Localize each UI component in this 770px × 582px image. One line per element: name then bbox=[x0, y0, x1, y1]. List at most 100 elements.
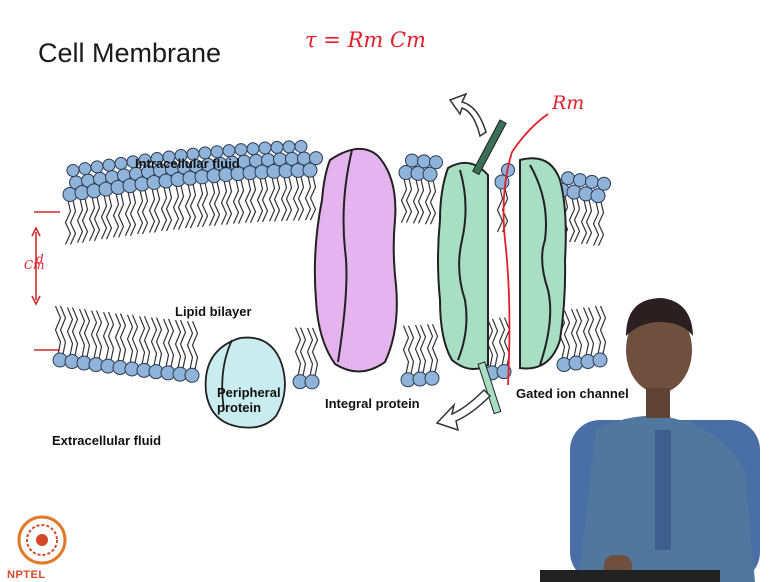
lipid-tail bbox=[56, 306, 61, 354]
lipid-head bbox=[591, 189, 605, 203]
lipid-head bbox=[430, 156, 443, 169]
lipid-tail bbox=[191, 184, 196, 228]
lipid-tail bbox=[164, 319, 169, 367]
lipid-tail bbox=[198, 183, 203, 227]
lipid-tail bbox=[601, 306, 606, 354]
lipid-tail bbox=[584, 308, 589, 356]
lipid-tail bbox=[162, 187, 167, 231]
lipid-tail bbox=[157, 318, 162, 366]
lipid-tail bbox=[66, 200, 71, 244]
lipid-tail bbox=[575, 198, 580, 242]
lipid-tail bbox=[313, 328, 318, 376]
lipid-head bbox=[247, 143, 259, 155]
lipid-tail bbox=[409, 326, 414, 374]
cm-annotation: Cm bbox=[24, 258, 45, 272]
lipid-tail bbox=[85, 309, 90, 357]
lipid-tail bbox=[138, 190, 143, 234]
lipid-head bbox=[425, 371, 439, 385]
lipid-tail bbox=[174, 186, 179, 230]
lipid-tail bbox=[414, 179, 419, 223]
lipid-tail bbox=[176, 320, 181, 368]
lipid-tail bbox=[311, 176, 316, 220]
lipid-tail bbox=[493, 319, 498, 367]
lipid-tail bbox=[71, 200, 76, 244]
lipid-tail bbox=[419, 179, 424, 223]
lipid-tail bbox=[263, 178, 268, 222]
lipid-head bbox=[305, 375, 319, 389]
lipid-tail bbox=[428, 324, 433, 372]
lipid-tail bbox=[181, 320, 186, 368]
lipid-tail bbox=[140, 316, 145, 364]
lipid-tail bbox=[599, 202, 604, 246]
time-constant-formula: τ = Rm Cm bbox=[305, 28, 426, 52]
lipid-tail bbox=[296, 328, 301, 376]
lipid-tail bbox=[179, 186, 184, 230]
nptel-logo-icon bbox=[19, 517, 65, 563]
lipid-tail bbox=[143, 190, 148, 234]
lipid-tail bbox=[426, 180, 431, 224]
lipid-tail bbox=[594, 202, 599, 246]
lipid-head bbox=[67, 164, 79, 176]
lipid-tail bbox=[109, 312, 114, 360]
lipid-tail bbox=[570, 198, 575, 242]
lipid-tail bbox=[155, 188, 160, 232]
lipid-tail bbox=[121, 314, 126, 362]
lipid-tail bbox=[188, 321, 193, 369]
lipid-tail bbox=[150, 188, 155, 232]
lipid-tail bbox=[169, 319, 174, 367]
slide-title: Cell Membrane bbox=[38, 38, 221, 69]
lipid-tail bbox=[275, 177, 280, 221]
peripheral-label-line2: protein bbox=[217, 400, 261, 415]
gated-channel-left bbox=[438, 163, 488, 369]
lipid-head bbox=[593, 353, 607, 367]
arrow-down-icon bbox=[437, 390, 490, 430]
lipid-tail bbox=[61, 306, 66, 354]
lipid-head bbox=[586, 175, 599, 188]
lipid-tail bbox=[299, 176, 304, 220]
lipid-tail bbox=[222, 181, 227, 225]
lipid-tail bbox=[210, 182, 215, 226]
arrow-up-icon bbox=[450, 94, 486, 136]
lipid-tail bbox=[114, 193, 119, 237]
lipid-tail bbox=[306, 176, 311, 220]
lipid-tail bbox=[589, 308, 594, 356]
lipid-head bbox=[423, 167, 437, 181]
lipid-tail bbox=[126, 192, 131, 236]
lipid-tail bbox=[308, 328, 313, 376]
lipid-tail bbox=[97, 311, 102, 359]
integral-protein-label: Integral protein bbox=[325, 396, 420, 411]
lipid-head bbox=[103, 159, 115, 171]
lipid-tail bbox=[582, 200, 587, 244]
lipid-tail bbox=[152, 318, 157, 366]
lipid-tail bbox=[258, 178, 263, 222]
lipid-tail bbox=[145, 316, 150, 364]
lipid-tail bbox=[234, 180, 239, 224]
integral-protein bbox=[315, 149, 397, 372]
lipid-head bbox=[418, 155, 431, 168]
lipid-tail bbox=[133, 315, 138, 363]
lipid-tail bbox=[270, 177, 275, 221]
lipid-head bbox=[574, 174, 587, 187]
lipid-head bbox=[598, 177, 611, 190]
lipid-tail bbox=[73, 308, 78, 356]
nptel-logo-text: NPTEL bbox=[7, 569, 46, 581]
lipid-head bbox=[235, 144, 247, 156]
lipid-tail bbox=[282, 177, 287, 221]
lipid-head bbox=[185, 368, 199, 382]
lipid-tail bbox=[596, 306, 601, 354]
lipid-head bbox=[271, 141, 283, 153]
lipid-tail bbox=[287, 177, 292, 221]
lipid-tail bbox=[95, 197, 100, 241]
lipid-tail bbox=[431, 180, 436, 224]
lipid-head bbox=[259, 142, 271, 154]
lipid-head bbox=[406, 154, 419, 167]
lipid-tail bbox=[577, 309, 582, 357]
intracellular-label: Intracellular fluid bbox=[135, 156, 240, 171]
lipid-tail bbox=[301, 328, 306, 376]
lipid-tail bbox=[404, 326, 409, 374]
lipid-tail bbox=[227, 181, 232, 225]
lipid-tail bbox=[119, 193, 124, 237]
lipid-head bbox=[223, 145, 235, 157]
lipid-tail bbox=[116, 314, 121, 362]
lipid-tail bbox=[90, 197, 95, 241]
